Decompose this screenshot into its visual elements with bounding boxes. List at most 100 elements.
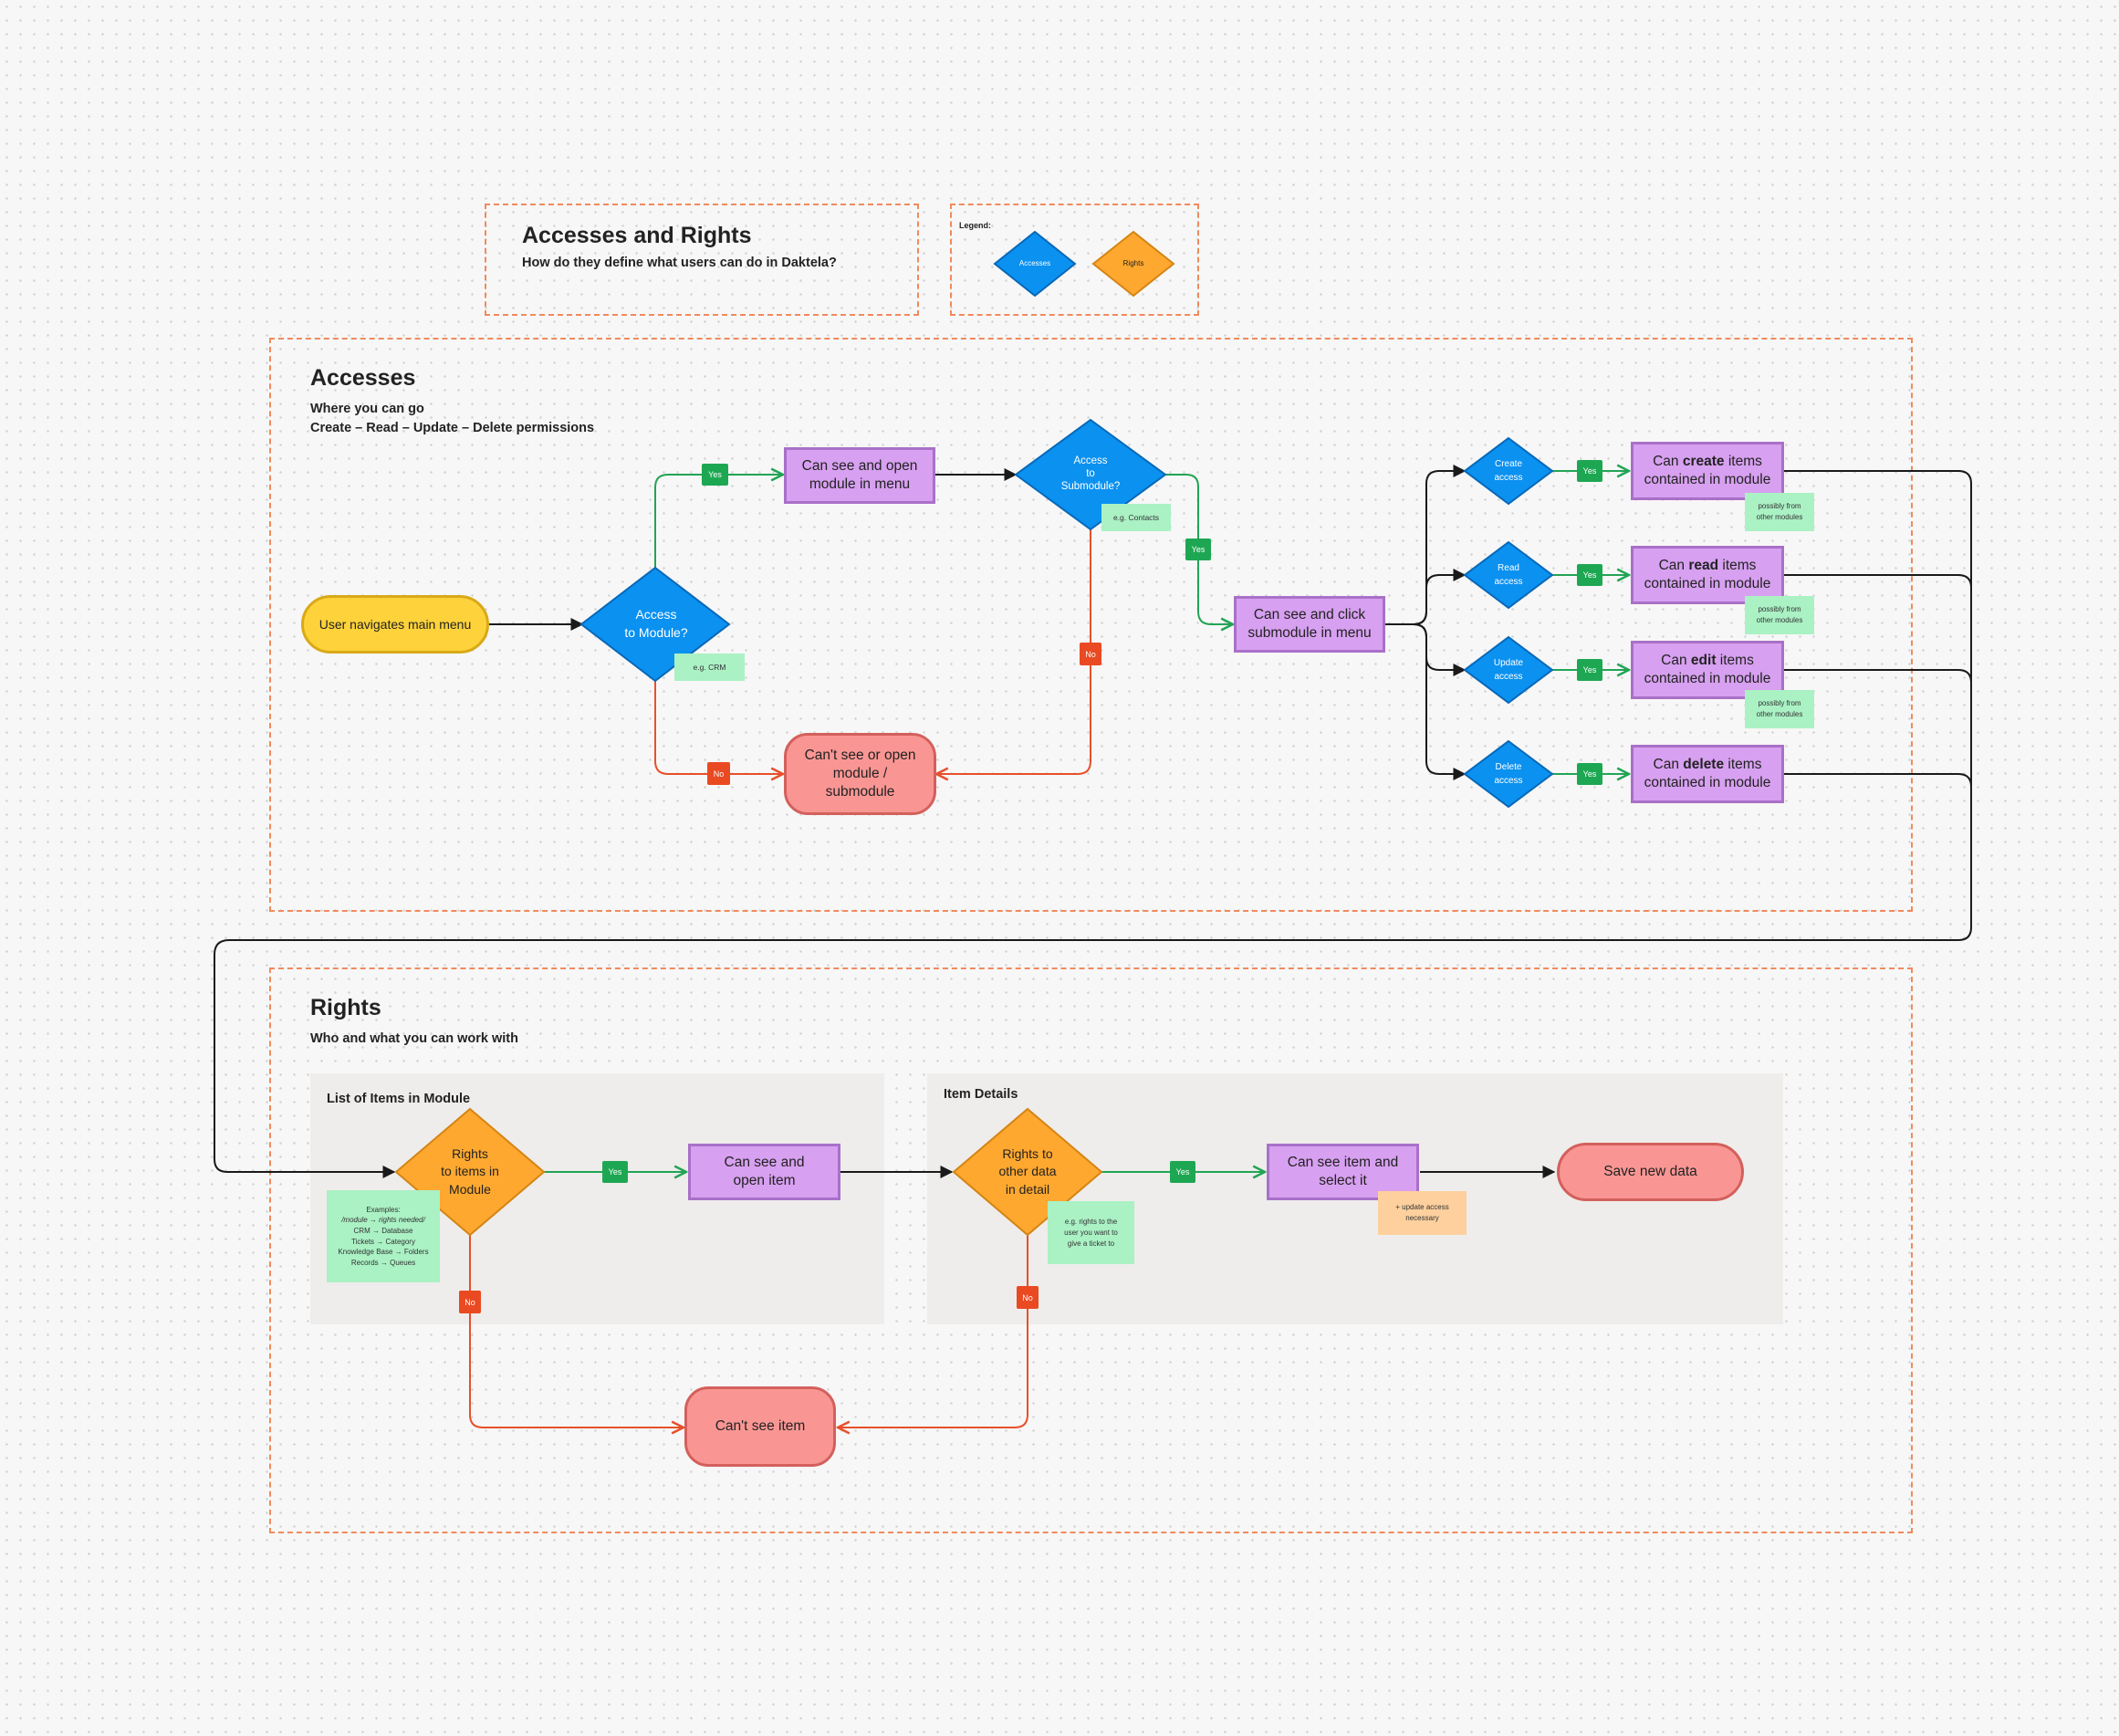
item-details-title: Item Details: [944, 1087, 1018, 1102]
connector-delete-out: [1784, 773, 1972, 788]
create-q-line1: Create: [1494, 459, 1522, 469]
rights-title: Rights: [310, 995, 381, 1020]
create-note: possibly from other modules: [1745, 493, 1814, 531]
open-item-node: Can see and open item: [688, 1144, 840, 1200]
select-item-line1: Can see item and: [1287, 1154, 1399, 1170]
save-data-node: Save new data: [1557, 1143, 1744, 1201]
connector-detail-no: [838, 1235, 1028, 1427]
detail-note-line3: give a ticket to: [1067, 1239, 1115, 1248]
read-items-node: Can read items contained in module: [1631, 546, 1784, 604]
update-note-line2: other modules: [1756, 710, 1803, 718]
cant-open-line3: submodule: [825, 784, 895, 800]
create-pre: Can: [1653, 453, 1683, 469]
create-note-line2: other modules: [1756, 513, 1803, 521]
select-item-line2: select it: [1319, 1173, 1367, 1188]
submodule-q-line2: to: [1086, 468, 1095, 480]
read-items-line2: contained in module: [1644, 576, 1771, 591]
delete-access-diamond: [1463, 739, 1554, 809]
create-post: items: [1724, 453, 1762, 469]
items-q-line1: Rights: [452, 1145, 488, 1161]
items-note-line1: Examples:: [366, 1205, 401, 1214]
items-examples-note: Examples: /module → rights needed/ CRM →…: [327, 1190, 440, 1282]
page-subtitle: How do they define what users can do in …: [522, 256, 837, 270]
items-note-line5: Knowledge Base → Folders: [338, 1248, 429, 1257]
rights-frame: [269, 967, 1913, 1533]
connector-click-to-create: [1385, 465, 1467, 625]
start-node: User navigates main menu: [301, 595, 489, 654]
legend-rights-diamond: [1091, 230, 1175, 298]
select-note: + update access necessary: [1378, 1191, 1467, 1235]
delete-post: items: [1724, 756, 1762, 772]
submodule-note: e.g. Contacts: [1101, 504, 1171, 531]
list-items-title: List of Items in Module: [327, 1092, 471, 1106]
create-verb: create: [1682, 453, 1725, 469]
select-note-line1: + update access: [1395, 1203, 1449, 1211]
delete-pre: Can: [1653, 756, 1684, 772]
detail-note-line1: e.g. rights to the: [1064, 1217, 1118, 1226]
module-yes-tag: Yes: [702, 464, 728, 486]
detail-yes-tag: Yes: [1170, 1161, 1195, 1183]
items-note-line6: Records → Queues: [350, 1258, 416, 1267]
edit-pre: Can: [1661, 652, 1691, 668]
items-q-text: Rights to items in Module: [424, 1143, 516, 1201]
update-access-diamond: [1463, 635, 1554, 705]
open-item-line1: Can see and: [724, 1154, 805, 1170]
create-q-text: Create access: [1477, 455, 1540, 487]
update-note: possibly from other modules: [1745, 690, 1814, 728]
module-q-line1: Access: [635, 607, 677, 622]
submodule-yes-tag: Yes: [1185, 539, 1211, 560]
access-module-diamond: [579, 566, 731, 683]
create-items-line2: contained in module: [1644, 472, 1771, 487]
update-yes-tag: Yes: [1577, 659, 1602, 681]
update-q-line1: Update: [1493, 658, 1524, 668]
accesses-line2: Create – Read – Update – Delete permissi…: [310, 421, 595, 435]
detail-q-line2: other data: [998, 1164, 1057, 1179]
read-yes-tag: Yes: [1577, 564, 1602, 586]
detail-q-line3: in detail: [1005, 1181, 1050, 1197]
cant-open-line2: module /: [832, 765, 888, 781]
read-note: possibly from other modules: [1745, 596, 1814, 634]
update-note-line1: possibly from: [1758, 699, 1801, 707]
page-title: Accesses and Rights: [522, 223, 752, 248]
cant-open-line1: Can't see or open: [804, 747, 916, 763]
delete-items-node: Can delete items contained in module: [1631, 745, 1784, 803]
create-q-line2: access: [1494, 473, 1523, 483]
delete-q-line1: Delete: [1495, 762, 1522, 772]
submodule-q-line3: Submodule?: [1060, 480, 1121, 492]
read-items-line1: Can read items: [1659, 557, 1757, 575]
delete-yes-tag: Yes: [1577, 763, 1602, 785]
items-yes-tag: Yes: [602, 1161, 628, 1183]
legend-access-diamond: [993, 230, 1077, 298]
open-item-line2: open item: [733, 1173, 796, 1188]
detail-note-line2: user you want to: [1064, 1228, 1118, 1237]
select-item-node: Can see item and select it: [1267, 1144, 1419, 1200]
connector-items-no: [469, 1235, 684, 1427]
create-note-line1: possibly from: [1758, 502, 1801, 510]
connector-module-no: [654, 681, 783, 774]
read-pre: Can: [1658, 557, 1689, 573]
module-note: e.g. CRM: [674, 654, 745, 681]
delete-verb: delete: [1683, 756, 1725, 772]
click-submodule-line1: Can see and click: [1253, 606, 1366, 622]
connector-click-to-delete: [1385, 623, 1467, 780]
edit-post: items: [1716, 652, 1754, 668]
module-q-text: Access to Module?: [602, 602, 710, 646]
edit-items-line2: contained in module: [1644, 671, 1771, 686]
legend-accesses-label: Accesses: [1018, 259, 1051, 268]
create-items-node: Can create items contained in module: [1631, 442, 1784, 500]
delete-q-text: Delete access: [1477, 758, 1540, 790]
select-note-line2: necessary: [1405, 1214, 1439, 1222]
items-note-line2: /module → rights needed/: [341, 1216, 425, 1225]
read-post: items: [1718, 557, 1757, 573]
open-menu-node: Can see and open module in menu: [784, 447, 935, 504]
detail-q-line1: Rights to: [1002, 1145, 1053, 1161]
edit-verb: edit: [1690, 652, 1717, 668]
open-menu-line2: module in menu: [809, 476, 911, 492]
submodule-no-tag: No: [1080, 643, 1101, 665]
module-no-tag: No: [707, 762, 730, 785]
connector-module-yes: [654, 475, 783, 568]
rights-line1: Who and what you can work with: [310, 1031, 518, 1046]
submodule-q-line1: Access: [1073, 455, 1108, 467]
edit-items-node: Can edit items contained in module: [1631, 641, 1784, 699]
items-note-line4: Tickets → Category: [351, 1237, 415, 1246]
